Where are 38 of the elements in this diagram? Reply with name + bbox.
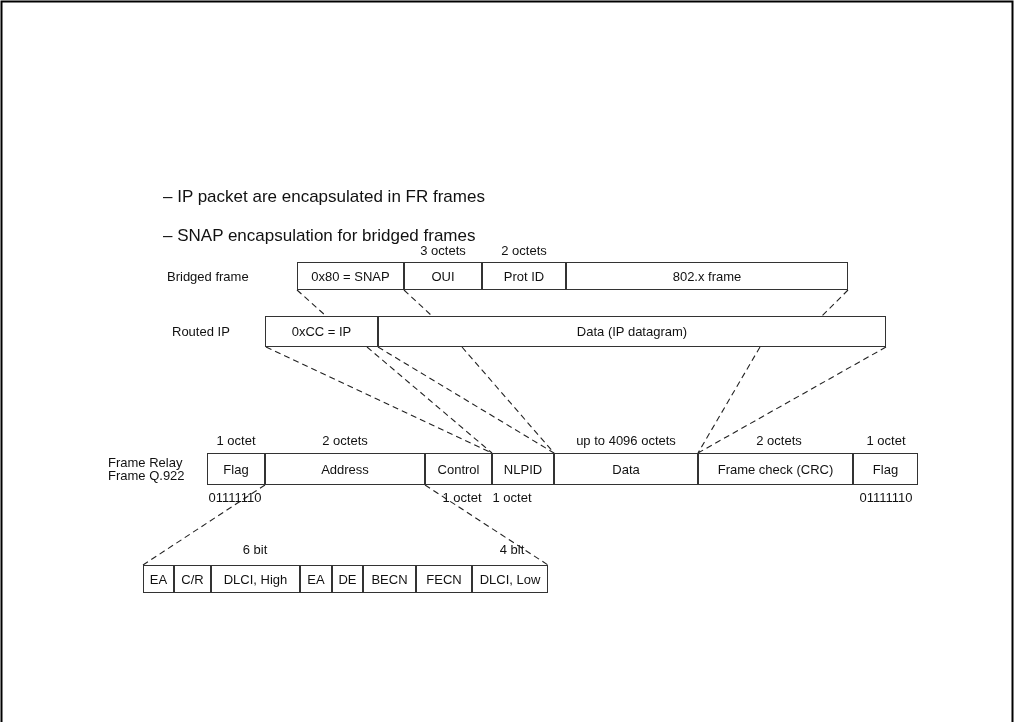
size-label: 01111110: [208, 490, 262, 505]
field-cell: DLCI, Low: [472, 565, 548, 593]
field-cell: EA: [143, 565, 174, 593]
field-cell: Frame check (CRC): [698, 453, 853, 485]
field-cell: 802.x frame: [566, 262, 848, 290]
field-cell: BECN: [363, 565, 416, 593]
field-cell: Prot ID: [482, 262, 566, 290]
size-label: 2 octets: [501, 243, 547, 258]
field-cell: NLPID: [492, 453, 554, 485]
size-label: 1 octet: [216, 433, 256, 448]
field-cell: EA: [300, 565, 332, 593]
field-cell: 0xCC = IP: [265, 316, 378, 347]
size-label: 6 bit: [242, 542, 268, 557]
field-cell: DE: [332, 565, 363, 593]
bullet-text: – SNAP encapsulation for bridged frames: [163, 226, 476, 246]
field-cell: Flag: [207, 453, 265, 485]
size-label: 1 octet: [492, 490, 532, 505]
size-label: 3 octets: [420, 243, 466, 258]
field-cell: 0x80 = SNAP: [297, 262, 404, 290]
field-cell: Flag: [853, 453, 918, 485]
bullet-text: – IP packet are encapsulated in FR frames: [163, 187, 485, 207]
field-cell: DLCI, High: [211, 565, 300, 593]
size-label: 4 bit: [499, 542, 525, 557]
size-label: up to 4096 octets: [576, 433, 676, 448]
field-cell: Data (IP datagram): [378, 316, 886, 347]
field-cell: Data: [554, 453, 698, 485]
row-label: Frame Relay Frame Q.922: [108, 456, 186, 482]
size-label: 2 octets: [756, 433, 802, 448]
field-cell: Control: [425, 453, 492, 485]
field-cell: Address: [265, 453, 425, 485]
size-label: 2 octets: [322, 433, 368, 448]
field-cell: C/R: [174, 565, 211, 593]
field-cell: FECN: [416, 565, 472, 593]
size-label: 01111110: [859, 490, 913, 505]
size-label: 1 octet: [866, 433, 906, 448]
row-label: Routed IP: [172, 324, 230, 339]
row-label: Bridged frame: [167, 269, 249, 284]
field-cell: OUI: [404, 262, 482, 290]
